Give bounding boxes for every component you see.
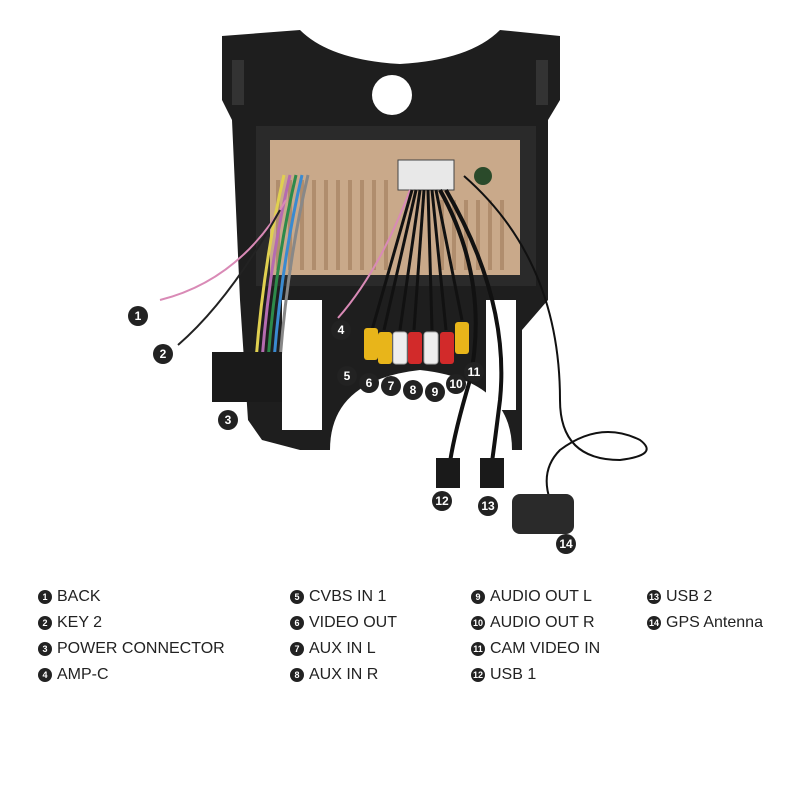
antenna-socket (474, 167, 492, 185)
legend-item: 6 VIDEO OUT (290, 610, 397, 636)
legend-number: 9 (471, 590, 485, 604)
legend-number: 10 (471, 616, 485, 630)
legend-item: 9 AUDIO OUT L (471, 584, 600, 610)
amp-c-wire (337, 189, 411, 319)
usb-1-plug (436, 458, 460, 488)
callout-14: 14 (556, 534, 576, 554)
legend-label: CVBS IN 1 (309, 588, 387, 605)
legend-item: 11 CAM VIDEO IN (471, 636, 600, 662)
legend-number: 6 (290, 616, 304, 630)
legend-label: CAM VIDEO IN (490, 640, 601, 657)
callout-5: 5 (337, 366, 357, 386)
usb-2-plug (480, 458, 504, 488)
legend-number: 3 (38, 642, 52, 656)
legend-item: 2 KEY 2 (38, 610, 225, 636)
callout-12: 12 (432, 491, 452, 511)
callout-8: 8 (403, 380, 423, 400)
power-connector (212, 352, 282, 402)
legend-number: 4 (38, 668, 52, 682)
legend-label: USB 1 (490, 666, 537, 683)
usb-cables (438, 188, 504, 463)
legend-item: 14 GPS Antenna (647, 610, 763, 636)
callout-6: 6 (359, 373, 379, 393)
legend-label: AUDIO OUT R (490, 614, 595, 631)
legend-item: 3 POWER CONNECTOR (38, 636, 225, 662)
legend-item: 4 AMP-C (38, 662, 225, 688)
harness-wires (254, 174, 310, 361)
legend-number: 11 (471, 642, 485, 656)
legend-item: 1 BACK (38, 584, 225, 610)
legend-label: USB 2 (666, 588, 713, 605)
legend-label: GPS Antenna (666, 614, 763, 631)
legend-label: BACK (57, 588, 101, 605)
legend-column-1: 1 BACK 2 KEY 2 3 POWER CONNECTOR 4 AMP-C (38, 584, 225, 688)
legend-number: 1 (38, 590, 52, 604)
legend-label: AUX IN R (309, 666, 379, 683)
legend-item: 10 AUDIO OUT R (471, 610, 600, 636)
legend-column-2: 5 CVBS IN 1 6 VIDEO OUT 7 AUX IN L 8 AUX IN … (290, 584, 397, 688)
callout-1: 1 (128, 306, 148, 326)
legend-label: POWER CONNECTOR (57, 640, 225, 657)
callout-10: 10 (446, 374, 466, 394)
legend-number: 8 (290, 668, 304, 682)
callout-2: 2 (153, 344, 173, 364)
legend-number: 13 (647, 590, 661, 604)
legend-number: 2 (38, 616, 52, 630)
legend-item: 8 AUX IN R (290, 662, 397, 688)
legend-number: 14 (647, 616, 661, 630)
legend-item: 7 AUX IN L (290, 636, 397, 662)
legend-label: VIDEO OUT (309, 614, 398, 631)
key2-wire (177, 209, 281, 346)
legend-label: AUX IN L (309, 640, 376, 657)
gps-antenna (512, 494, 574, 534)
frame-cutout-left (282, 300, 322, 430)
frame-slot-right (536, 60, 548, 105)
rca-wires (370, 189, 464, 331)
legend-item: 12 USB 1 (471, 662, 600, 688)
connector-block (397, 159, 455, 191)
callout-4: 4 (331, 320, 351, 340)
callout-11: 11 (464, 362, 484, 382)
legend-column-3: 9 AUDIO OUT L 10 AUDIO OUT R 11 CAM VIDEO I… (471, 584, 600, 688)
gps-cable (463, 175, 648, 501)
legend-column-4: 13 USB 2 14 GPS Antenna (647, 584, 763, 636)
legend-number: 5 (290, 590, 304, 604)
rca-plugs (364, 322, 469, 365)
callout-7: 7 (381, 376, 401, 396)
legend-label: AUDIO OUT L (490, 588, 592, 605)
callout-13: 13 (478, 496, 498, 516)
legend-item: 13 USB 2 (647, 584, 763, 610)
legend-number: 12 (471, 668, 485, 682)
frame-hole (372, 75, 412, 115)
legend-label: KEY 2 (57, 614, 103, 631)
callout-9: 9 (425, 382, 445, 402)
callout-3: 3 (218, 410, 238, 430)
frame-slot-left (232, 60, 244, 105)
head-unit-wiring-illustration (159, 30, 648, 534)
legend-number: 7 (290, 642, 304, 656)
legend-item: 5 CVBS IN 1 (290, 584, 397, 610)
legend-label: AMP-C (57, 666, 109, 683)
